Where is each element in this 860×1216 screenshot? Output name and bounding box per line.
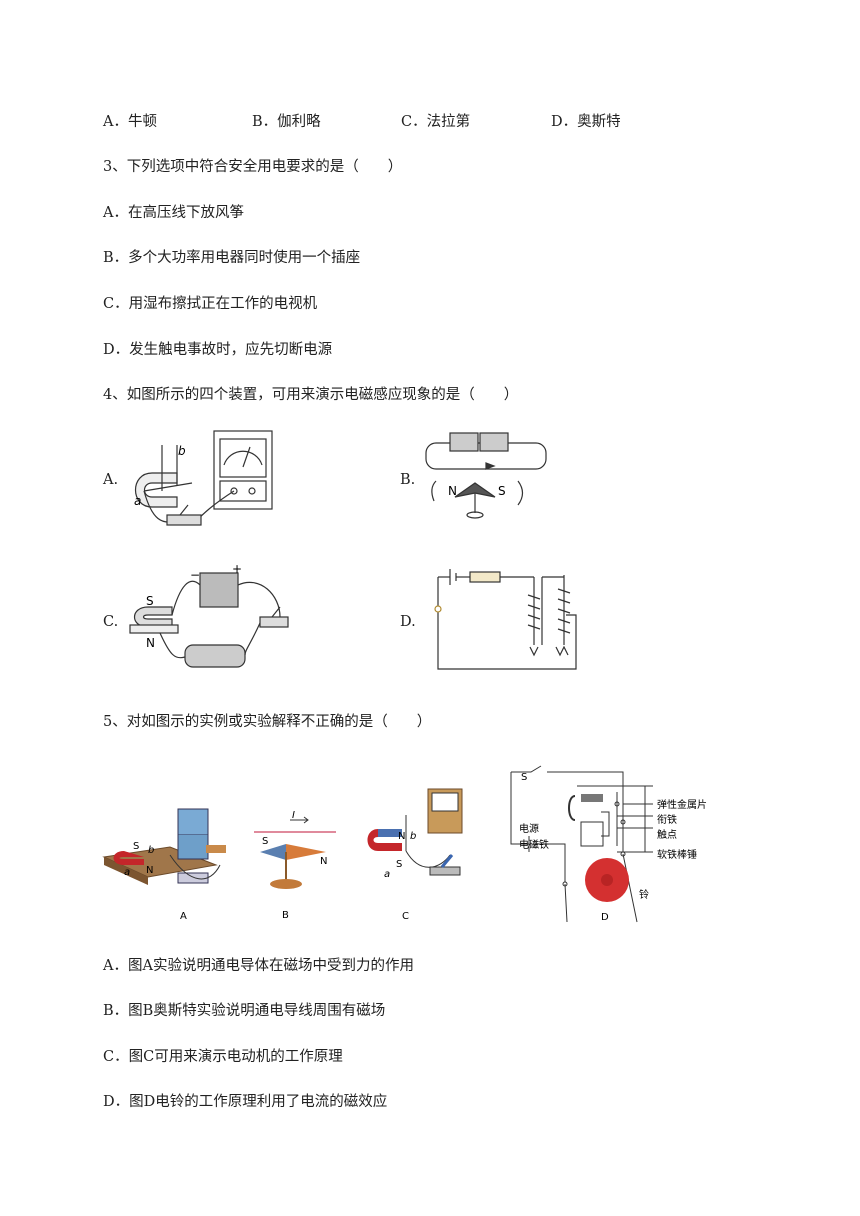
q5-figure-c: N b a S C (367, 788, 463, 922)
q5-d-caption: D (601, 912, 609, 923)
q5-d-label-bell: 铃 (639, 888, 649, 901)
q5-a-label-n: N (146, 865, 153, 876)
q3-option-b[interactable]: B．多个大功率用电器同时使用一个插座 (103, 250, 361, 266)
q5-c-label-a: a (384, 869, 390, 880)
q5-option-c[interactable]: C．图C可用来演示电动机的工作原理 (103, 1049, 343, 1065)
q4-b-label-s: S (498, 484, 506, 498)
q4-stem: 4、如图所示的四个装置，可用来演示电磁感应现象的是（ ） (103, 387, 519, 403)
q2-option-d[interactable]: D．奥斯特 (551, 114, 621, 130)
q5-b-label-s: S (262, 836, 268, 847)
q2-option-b[interactable]: B．伽利略 (252, 114, 321, 130)
q2-option-a[interactable]: A．牛顿 (103, 114, 157, 130)
q5-b-label-n: N (320, 856, 327, 867)
q5-d-label-armature: 衔铁 (657, 813, 677, 826)
q5-a-battery-icon (177, 808, 209, 835)
q3-stem: 3、下列选项中符合安全用电要求的是（ ） (103, 159, 403, 175)
q5-a-caption: A (180, 911, 187, 922)
q4-figure-c: − + S N (129, 565, 289, 668)
q5-option-b[interactable]: B．图B奥斯特实验说明通电导线周围有磁场 (103, 1003, 386, 1019)
q4-figure-a: a b (134, 430, 273, 526)
q4-figure-b: N S (425, 432, 547, 519)
q3-option-c[interactable]: C．用湿布擦拭正在工作的电视机 (103, 296, 318, 312)
q4-label-a[interactable]: A. (103, 472, 119, 488)
q4-c-label-s: S (146, 594, 154, 608)
q5-figure-a: S N b a A (102, 826, 226, 922)
q5-stem: 5、对如图示的实例或实验解释不正确的是（ ） (103, 714, 432, 730)
q5-option-d[interactable]: D．图D电铃的工作原理利用了电流的磁效应 (103, 1094, 388, 1110)
q5-c-label-s: S (396, 859, 402, 870)
q2-option-c[interactable]: C．法拉第 (401, 114, 471, 130)
q4-c-label-minus: − (190, 568, 200, 582)
q5-c-caption: C (402, 911, 409, 922)
q5-d-label-s: S (521, 772, 527, 783)
q5-a-label-s: S (133, 841, 139, 852)
q5-a-label-b: b (148, 845, 154, 856)
q5-b-label-i: I (292, 810, 295, 821)
q5-a-label-a: a (124, 867, 130, 878)
q5-d-label-contact: 触点 (657, 828, 677, 841)
q5-d-label-electromagnet: 电磁铁 (519, 838, 549, 851)
q4-label-c[interactable]: C. (103, 614, 119, 630)
q3-option-d[interactable]: D．发生触电事故时，应先切断电源 (103, 342, 333, 358)
q4-figure-d (434, 569, 577, 670)
q5-d-label-spring: 弹性金属片 (657, 798, 707, 811)
q5-figure-b: I S N B (254, 810, 336, 920)
q5-figure-d: S 弹性金属片 衔铁 触点 软铁棒锤 铃 电源 电磁铁 D (510, 765, 707, 923)
q4-label-d[interactable]: D. (400, 614, 416, 630)
q4-a-label-a: a (134, 494, 141, 508)
q4-b-label-n: N (448, 484, 457, 498)
q4-label-b[interactable]: B. (400, 472, 416, 488)
q5-c-label-n: N (398, 831, 405, 842)
q5-b-caption: B (282, 910, 289, 920)
q5-d-label-power: 电源 (519, 822, 539, 835)
q4-c-label-plus: + (232, 565, 242, 576)
q5-c-label-b: b (410, 831, 416, 842)
q5-option-a[interactable]: A．图A实验说明通电导体在磁场中受到力的作用 (103, 958, 414, 974)
q4-c-label-n: N (146, 636, 155, 650)
q4-a-label-b: b (178, 444, 186, 458)
q5-d-label-hammer: 软铁棒锤 (657, 848, 697, 861)
q3-option-a[interactable]: A．在高压线下放风筝 (103, 205, 244, 221)
